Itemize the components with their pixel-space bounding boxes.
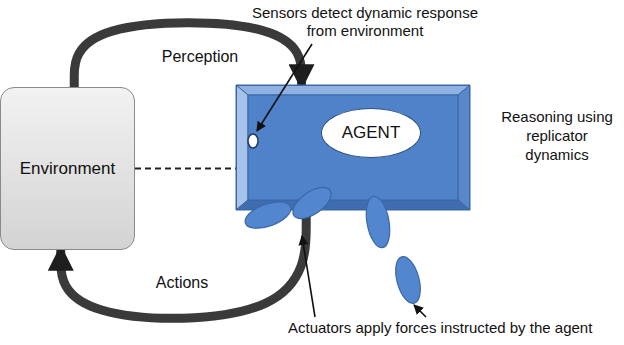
leader-line <box>302 236 315 317</box>
housing-front-face <box>248 95 458 200</box>
actuator-leg <box>242 196 295 233</box>
housing-outline <box>237 86 470 210</box>
agent-ellipse: AGENT <box>321 108 421 158</box>
housing-left-face <box>236 85 248 210</box>
actuator-leg <box>363 194 394 249</box>
housing-right-face <box>458 85 470 210</box>
leader-line <box>257 44 312 131</box>
agent-housing-box: Reasoning using replicator dynamicsAGENT <box>236 85 470 210</box>
node-label: AGENT <box>342 123 401 143</box>
sensor-symbol <box>248 134 258 148</box>
dashed-link <box>135 168 236 170</box>
actuator-leg <box>288 181 337 224</box>
leader-line <box>414 305 426 317</box>
node-label: Environment <box>20 159 115 179</box>
edge-label: Perception <box>160 48 241 66</box>
actuator-leg <box>391 254 425 306</box>
environment-box: Environment <box>0 87 135 250</box>
flow-arrow <box>74 23 301 87</box>
sensor-callout: Sensors detect dynamic response from env… <box>240 4 490 40</box>
edge-label: Actions <box>154 274 210 292</box>
actuator-callout: Actuators apply forces instructed by the… <box>288 319 592 337</box>
agent-illustration <box>242 44 426 317</box>
housing-top-face <box>236 85 470 95</box>
reasoning-heading: Reasoning using replicator dynamics <box>493 107 621 164</box>
